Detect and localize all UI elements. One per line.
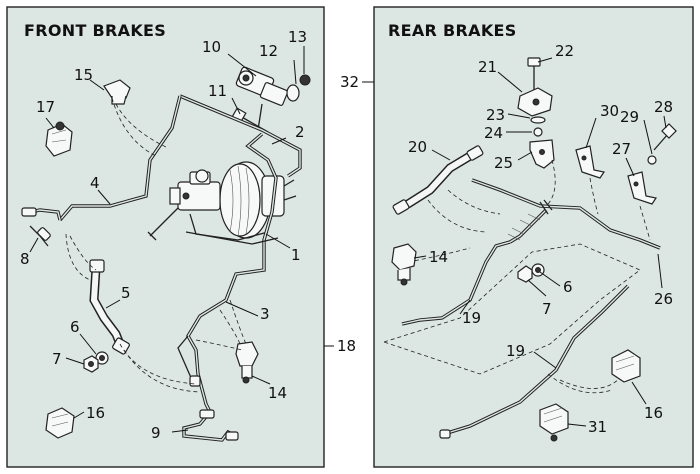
bracket-27	[627, 171, 657, 205]
clip-14-front	[235, 341, 259, 384]
callout-7-rear: 7	[542, 300, 552, 318]
callout-4: 4	[90, 174, 100, 192]
callout-15: 15	[74, 66, 93, 84]
brake-line-3	[177, 335, 201, 387]
washer-29	[647, 155, 657, 165]
callout-32: 32	[340, 73, 359, 91]
callout-21: 21	[478, 58, 497, 76]
clip-15	[103, 79, 131, 105]
callout-16: 16	[86, 404, 105, 422]
callout-6-rear: 6	[563, 278, 573, 296]
callout-11: 11	[208, 82, 227, 100]
clip-16-front	[45, 407, 75, 439]
callout-16-rear: 16	[644, 404, 663, 422]
callout-28: 28	[654, 98, 673, 116]
callout-5: 5	[121, 284, 131, 302]
brake-line-4	[21, 207, 62, 247]
callout-19-upper: 19	[462, 309, 481, 327]
rear-nut-7	[517, 265, 533, 283]
rear-flex-hose	[392, 145, 484, 215]
callout-29: 29	[620, 108, 639, 126]
callout-10: 10	[202, 38, 221, 56]
callout-17: 17	[36, 98, 55, 116]
callout-2: 2	[295, 123, 305, 141]
nut	[83, 355, 99, 373]
callout-13: 13	[288, 28, 307, 46]
rear-brakes-title: REAR BRAKES	[388, 21, 517, 40]
rear-clip-16	[611, 349, 641, 383]
tee-fitting	[517, 57, 553, 117]
rear-axle-line	[471, 178, 661, 250]
callout-9: 9	[151, 424, 161, 442]
callout-25: 25	[494, 154, 513, 172]
callout-6: 6	[70, 318, 80, 336]
clip-17	[45, 121, 73, 157]
shared-callouts: 18 32	[324, 73, 374, 355]
rear-brakes-panel: REAR BRAKES	[373, 6, 694, 468]
callout-22: 22	[555, 42, 574, 60]
washer-24	[533, 127, 543, 137]
callout-31: 31	[588, 418, 607, 436]
callout-1: 1	[291, 246, 301, 264]
proportioning-valve	[235, 66, 311, 131]
callout-26: 26	[654, 290, 673, 308]
callout-30: 30	[600, 102, 619, 120]
callout-19-lower: 19	[506, 342, 525, 360]
callout-24: 24	[484, 124, 503, 142]
bracket-30	[575, 145, 605, 179]
line-bracket	[529, 139, 555, 169]
callout-23: 23	[486, 106, 505, 124]
callout-14-rear: 14	[429, 248, 448, 266]
front-hard-lines	[58, 94, 302, 413]
callout-27: 27	[612, 140, 631, 158]
callout-12: 12	[259, 42, 278, 60]
callout-14: 14	[268, 384, 287, 402]
washer-23	[530, 116, 546, 124]
front-brakes-title: FRONT BRAKES	[24, 21, 166, 40]
callout-8: 8	[20, 250, 30, 268]
rear-main-lines-19	[401, 240, 630, 439]
rear-clip-31	[539, 403, 569, 442]
callout-7: 7	[52, 350, 62, 368]
rear-clip-14	[391, 243, 417, 286]
callout-3: 3	[260, 305, 270, 323]
brake-line-9	[182, 409, 239, 442]
callout-20: 20	[408, 138, 427, 156]
callout-18: 18	[337, 337, 356, 355]
front-brakes-panel: FRONT BRAKES	[6, 6, 325, 468]
